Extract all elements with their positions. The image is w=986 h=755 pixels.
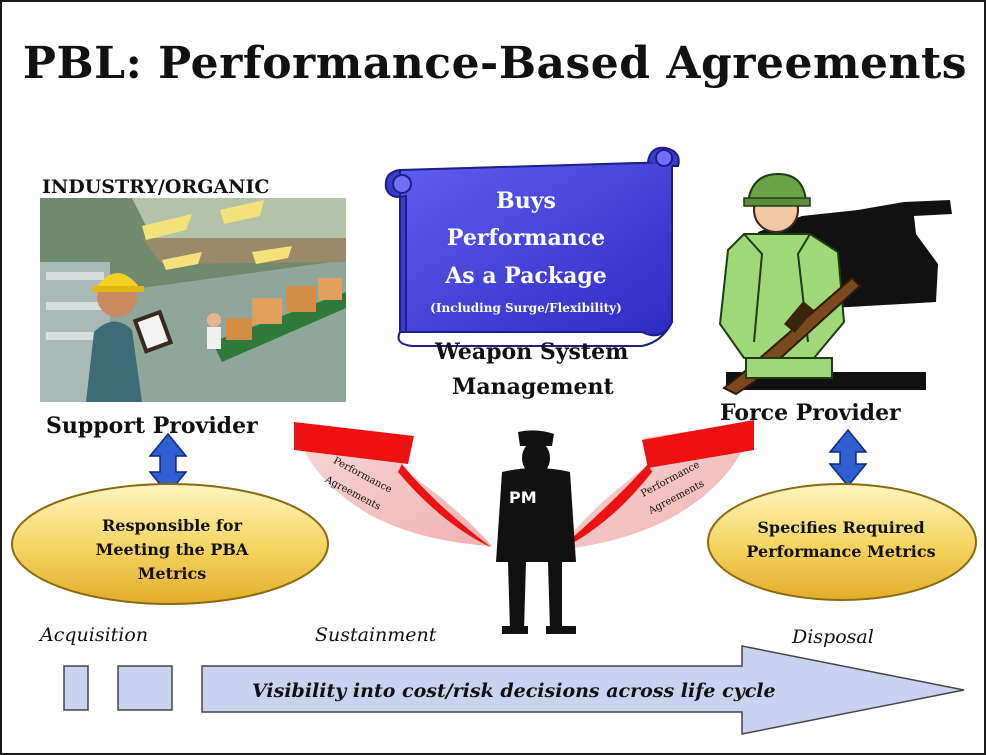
right-ellipse: [707, 483, 977, 601]
left-ellipse-line-3: Metrics: [137, 564, 207, 583]
phase-sustainment: Sustainment: [315, 624, 437, 646]
left-ellipse-line-1: Responsible for: [101, 516, 243, 535]
left-ellipse-text: Responsible for Meeting the PBA Metrics: [22, 514, 322, 586]
factory-worker-image: [40, 198, 346, 402]
soldier-image: [718, 172, 952, 396]
left-ellipse-line-2: Meeting the PBA: [95, 540, 249, 559]
phase-acquisition: Acquisition: [40, 624, 149, 646]
right-double-arrow: [828, 428, 868, 488]
scroll-line-4: (Including Surge/Flexibility): [430, 301, 622, 315]
pm-label: PM: [509, 488, 537, 507]
right-ellipse-line-2: Performance Metrics: [746, 542, 936, 561]
support-provider-label: Support Provider: [46, 413, 258, 439]
force-provider-label: Force Provider: [720, 400, 901, 426]
phase-disposal: Disposal: [792, 626, 874, 648]
scroll-line-3: As a Package: [445, 263, 607, 289]
right-agreement-arrow: [556, 420, 754, 552]
scroll-line-2: Performance: [446, 225, 606, 251]
scroll-banner: [384, 146, 680, 347]
industry-organic-label: INDUSTRY/ORGANIC: [42, 176, 270, 198]
left-agreement-arrow: [294, 422, 492, 548]
management-label: Management: [452, 374, 614, 400]
life-cycle-arrow: [63, 645, 965, 735]
left-ellipse: [11, 483, 329, 605]
life-cycle-arrow-text: Visibility into cost/risk decisions acro…: [252, 680, 776, 702]
right-ellipse-line-1: Specifies Required: [757, 518, 925, 537]
slide-title: PBL: Performance-Based Agreements: [22, 38, 968, 89]
weapon-system-label: Weapon System: [435, 339, 629, 365]
right-ellipse-text: Specifies Required Performance Metrics: [708, 516, 974, 564]
scroll-line-1: Buys: [496, 188, 556, 214]
program-manager-figure: [496, 430, 576, 634]
